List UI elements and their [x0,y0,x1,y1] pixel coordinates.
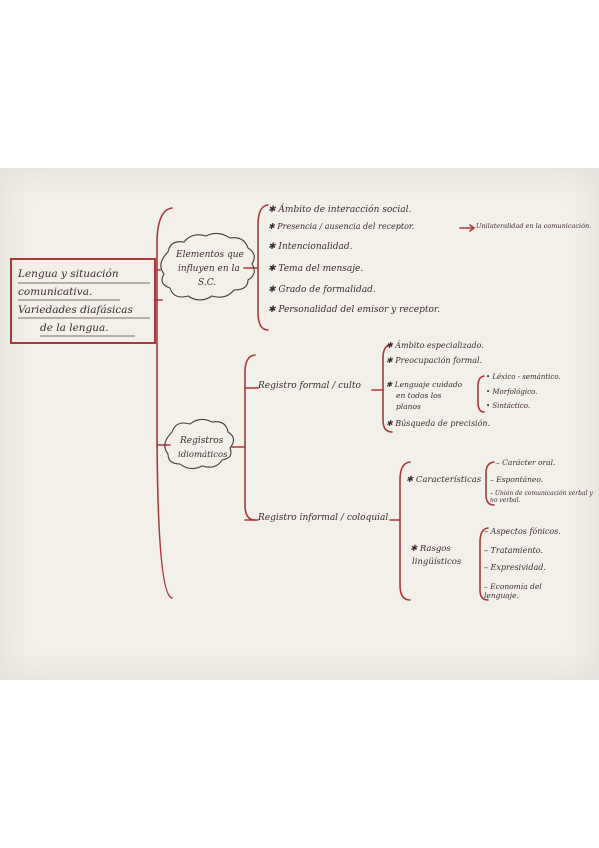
rasgos-label-line-2: lingüísticos [412,557,462,567]
elements-cloud-line-3: S.C. [198,278,217,288]
elements-cloud-line-1: Elementos que [176,250,244,260]
formal-cuidado-line-3: planos [396,402,421,411]
elements-cloud-line-2: influyen en la [178,264,240,274]
planos-brace [477,375,485,413]
planos-item-2: • Morfológico. [486,388,538,396]
elements-item-3: ✱ Intencionalidad. [268,242,353,252]
rasgos-item-4: – Economía del lenguaje. [484,582,542,601]
central-topic-line-4: de la lengua. [40,322,109,334]
elements-item-6: ✱ Personalidad del emisor y receptor. [268,305,441,315]
registros-cloud-shape [164,418,235,470]
central-topic-line-2: comunicativa. [18,286,93,298]
car-item-3: – Unión de comunicación verbal y no verb… [490,490,593,504]
elements-cloud-shape [160,232,255,301]
informal-register-label: Registro informal / coloquial [258,513,389,523]
formal-cuidado-line-1: ✱ Lenguaje cuidado [386,380,463,389]
planos-item-1: • Léxico - semántico. [486,373,561,381]
formal-register-label: Registro formal / culto [258,381,361,391]
car-item-1: – Carácter oral. [496,458,556,467]
rasgos-item-1: – Aspectos fónicos. [484,527,561,536]
formal-item-last: ✱ Búsqueda de precisión. [386,419,491,428]
elements-item-4: ✱ Tema del mensaje. [268,264,364,274]
elements-brace [257,204,269,331]
main-brace [156,207,173,599]
caracteristicas-label: ✱ Características [406,475,482,485]
rasgos-label-line-1: ✱ Rasgos [410,544,451,554]
rasgos-item-2: – Tratamiento. [484,546,543,555]
rasgos-item-3: – Expresividad. [484,563,546,572]
receptor-arrow [459,224,476,232]
formal-cuidado-line-2: en todos los [396,391,442,400]
notebook-page [0,168,599,680]
central-topic-line-3: Variedades diafásicas [18,304,133,316]
elements-item-2: ✱ Presencia / ausencia del receptor. [268,222,415,231]
elements-item-1: ✱ Ámbito de interacción social. [268,205,412,215]
formal-item-1: ✱ Ámbito especializado. [386,341,484,350]
elements-item-5: ✱ Grado de formalidad. [268,285,376,295]
registros-cloud-line-1: Registros [180,436,224,446]
central-topic-box [10,258,156,344]
informal-brace [399,461,411,601]
central-topic-line-1: Lengua y situación [18,268,119,280]
car-item-2: – Espontáneo. [490,475,544,484]
formal-brace [382,343,393,433]
formal-item-2: ✱ Preocupación formal. [386,356,483,365]
car-brace [485,461,495,506]
receptor-note: Unilateralidad en la comunicación. [476,222,592,230]
planos-item-3: • Sintáctico. [486,402,531,410]
rasgos-brace [479,527,489,601]
registros-brace [244,354,256,521]
registros-cloud-line-2: idiomáticos [178,450,228,460]
